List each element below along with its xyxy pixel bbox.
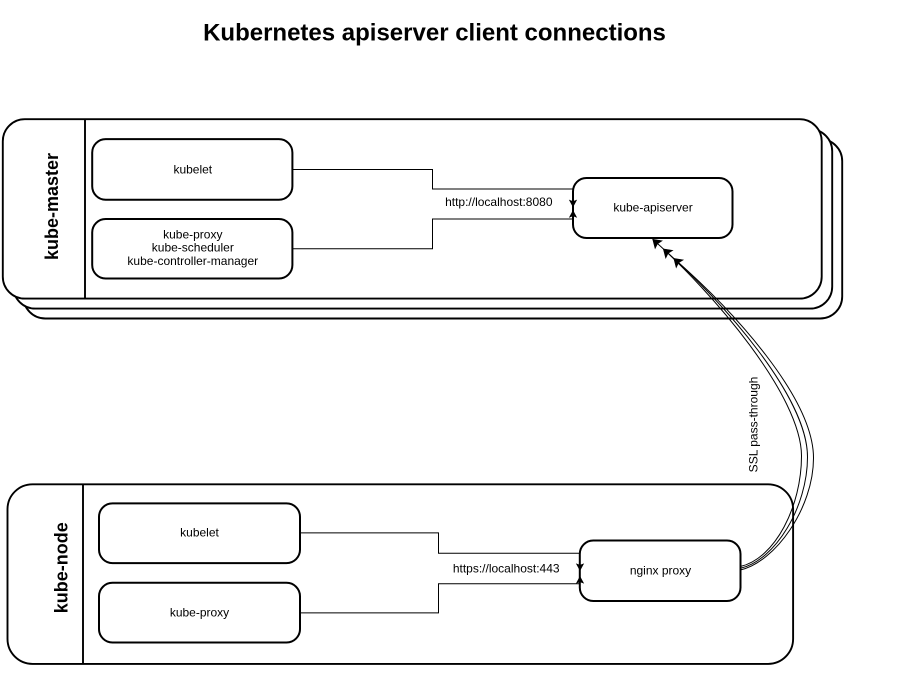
svg-text:SSL pass-through: SSL pass-through — [747, 377, 761, 473]
svg-text:http://localhost:8080: http://localhost:8080 — [445, 195, 553, 209]
svg-text:kube-node: kube-node — [52, 522, 72, 613]
svg-text:kube-master: kube-master — [42, 153, 62, 260]
svg-text:kubelet: kubelet — [180, 526, 219, 540]
svg-text:kube-proxy: kube-proxy — [163, 227, 222, 241]
svg-text:kube-proxy: kube-proxy — [170, 606, 229, 620]
svg-text:nginx proxy: nginx proxy — [630, 564, 691, 578]
svg-text:kube-controller-manager: kube-controller-manager — [127, 254, 258, 268]
svg-text:Kubernetes apiserver client co: Kubernetes apiserver client connections — [203, 20, 666, 47]
svg-text:kube-scheduler: kube-scheduler — [152, 241, 234, 255]
svg-text:https://localhost:443: https://localhost:443 — [453, 562, 560, 576]
svg-text:kube-apiserver: kube-apiserver — [613, 201, 692, 215]
svg-text:kubelet: kubelet — [173, 163, 212, 177]
